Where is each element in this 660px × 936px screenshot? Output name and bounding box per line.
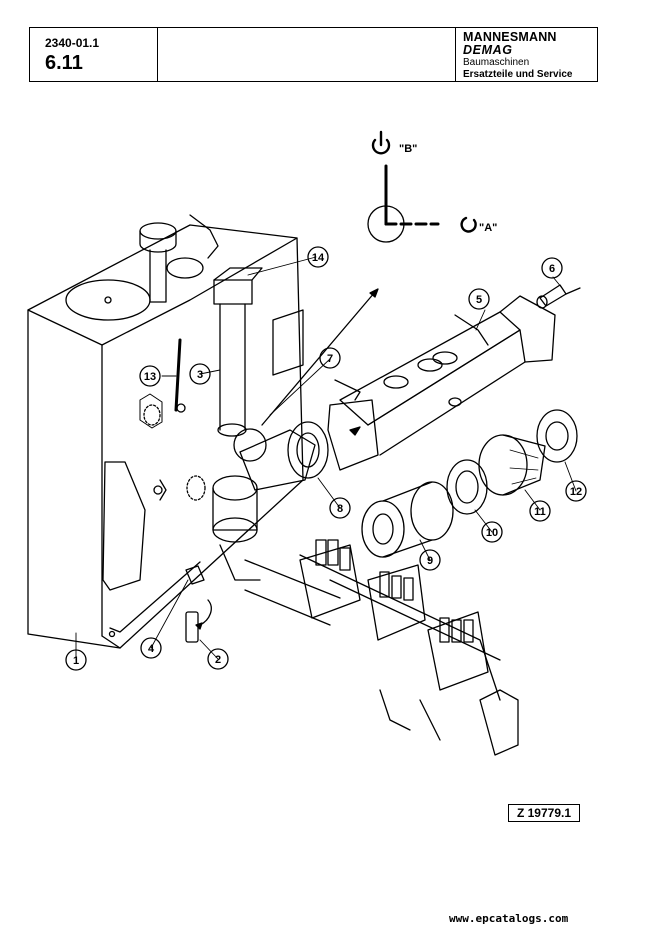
- svg-text:12: 12: [570, 486, 582, 498]
- pipe-9-flange-far: [410, 481, 454, 541]
- position-b-label: "B": [399, 143, 417, 155]
- tank-lid: [65, 279, 151, 321]
- flange-8: [287, 421, 329, 479]
- suction-pipe: [244, 554, 501, 701]
- fittings-2-4: [185, 565, 212, 643]
- callout-8: 8: [329, 497, 351, 519]
- svg-text:2: 2: [215, 654, 221, 666]
- callout-13: 13: [139, 365, 161, 387]
- tank-window: [102, 461, 146, 591]
- svg-text:8: 8: [337, 503, 343, 515]
- callout-3: 3: [189, 363, 211, 385]
- callout-1: 1: [65, 649, 87, 671]
- callout-12: 12: [565, 480, 587, 502]
- rotate-symbol-a-icon: [460, 216, 477, 233]
- svg-text:4: 4: [148, 643, 155, 655]
- leader-lines: [75, 256, 577, 661]
- brand-line2: DEMAG: [463, 43, 513, 57]
- callouts: 1 2 3 4 5 6 7 8 9 10 11 12 13 14: [65, 246, 587, 671]
- callout-10: 10: [481, 521, 503, 543]
- svg-text:1: 1: [73, 655, 79, 667]
- brand-line4: Ersatzteile und Service: [463, 69, 573, 80]
- pump-assembly: [212, 421, 329, 581]
- position-a-label: "A": [479, 222, 497, 234]
- arrow-7: [261, 291, 376, 426]
- doc-id-cell: 2340-01.1 6.11: [30, 28, 158, 81]
- svg-text:14: 14: [312, 252, 325, 264]
- control-valves: [299, 539, 519, 756]
- watermark-url[interactable]: www.epcatalogs.com: [449, 912, 569, 925]
- manifold-pipe: [327, 295, 556, 471]
- callout-2: 2: [207, 648, 229, 670]
- svg-text:5: 5: [476, 294, 482, 306]
- pipe-9-flange-near: [361, 500, 405, 558]
- manifold-flange: [327, 399, 379, 471]
- power-symbol-b-icon: [371, 138, 391, 155]
- strainer-11-flange: [478, 434, 528, 496]
- brand-line1: MANNESMANN: [463, 30, 557, 44]
- drawing-reference: Z 19779.1: [508, 804, 580, 822]
- valve-end-flange: [479, 689, 519, 756]
- svg-text:7: 7: [327, 353, 333, 365]
- brand-line3: Baumaschinen: [463, 57, 530, 68]
- svg-text:10: 10: [486, 527, 498, 539]
- sight-gauge-13: [153, 479, 167, 501]
- svg-text:13: 13: [144, 371, 156, 383]
- loose-parts: [361, 409, 578, 558]
- electrical-box: [272, 309, 304, 376]
- svg-text:3: 3: [197, 369, 203, 381]
- valve-position-diagram: "B" "A": [367, 130, 497, 243]
- callout-5: 5: [468, 288, 490, 310]
- top-filter-assembly: [139, 214, 263, 305]
- fitting-6: [536, 284, 581, 309]
- callout-14: 14: [307, 246, 329, 268]
- svg-text:9: 9: [427, 555, 433, 567]
- svg-text:6: 6: [549, 263, 555, 275]
- section-number: 6.11: [45, 52, 83, 74]
- gasket-12: [536, 409, 578, 463]
- gasket-10: [446, 459, 488, 515]
- svg-text:11: 11: [534, 506, 546, 518]
- title-block: 2340-01.1 6.11 MANNESMANN DEMAG Baumasch…: [29, 27, 598, 82]
- brand-cell: MANNESMANN DEMAG Baumaschinen Ersatzteil…: [455, 28, 597, 81]
- doc-number: 2340-01.1: [45, 36, 100, 50]
- callout-4: 4: [140, 637, 162, 659]
- callout-6: 6: [541, 257, 563, 279]
- callout-7: 7: [319, 347, 341, 369]
- callout-11: 11: [529, 500, 551, 522]
- vertical-pipe: [174, 303, 247, 437]
- callout-9: 9: [419, 549, 441, 571]
